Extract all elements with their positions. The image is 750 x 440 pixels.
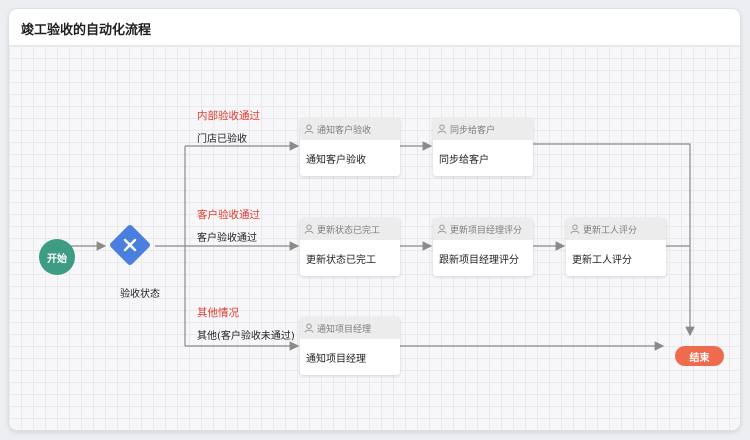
branch-condition-internal: 门店已验收 bbox=[197, 134, 247, 145]
user-icon bbox=[304, 124, 314, 134]
card-body: 更新工人评分 bbox=[572, 255, 632, 266]
card-header-label: 更新项目经理评分 bbox=[450, 225, 523, 236]
close-icon bbox=[123, 238, 137, 252]
page-title: 竣工验收的自动化流程 bbox=[21, 23, 152, 38]
card-header: 更新项目经理评分 bbox=[433, 218, 533, 240]
start-node[interactable]: 开始 bbox=[39, 239, 75, 275]
edge-card2-end bbox=[533, 143, 695, 337]
card-header-label: 更新状态已完工 bbox=[317, 225, 381, 236]
branch-title-customer: 客户验收通过 bbox=[197, 209, 260, 221]
card-body: 同步给客户 bbox=[439, 155, 489, 166]
card-header: 更新工人评分 bbox=[566, 218, 666, 240]
card-body: 通知项目经理 bbox=[306, 354, 366, 365]
task-card-update-worker-score[interactable]: 更新工人评分 更新工人评分 bbox=[566, 218, 666, 276]
user-icon bbox=[304, 323, 314, 333]
card-header: 通知客户验收 bbox=[300, 118, 400, 140]
card-header: 通知项目经理 bbox=[300, 317, 400, 339]
card-body: 跟新项目经理评分 bbox=[439, 255, 519, 266]
card-header-label: 通知客户验收 bbox=[317, 125, 372, 136]
task-card-update-pm-score[interactable]: 更新项目经理评分 跟新项目经理评分 bbox=[433, 218, 533, 276]
card-header: 同步给客户 bbox=[433, 118, 533, 140]
gateway-label: 验收状态 bbox=[120, 289, 160, 300]
task-card-sync-customer[interactable]: 同步给客户 同步给客户 bbox=[433, 118, 533, 176]
task-card-update-status[interactable]: 更新状态已完工 更新状态已完工 bbox=[300, 218, 400, 276]
card-header: 更新状态已完工 bbox=[300, 218, 400, 240]
card-header-label: 通知项目经理 bbox=[317, 324, 372, 335]
card-header-label: 更新工人评分 bbox=[583, 225, 638, 236]
task-card-notify-customer[interactable]: 通知客户验收 通知客户验收 bbox=[300, 118, 400, 176]
end-node[interactable]: 结束 bbox=[675, 346, 724, 366]
card-header-label: 同步给客户 bbox=[450, 125, 496, 136]
user-icon bbox=[304, 224, 314, 234]
flow-edges bbox=[66, 141, 695, 351]
branch-condition-other: 其他(客户验收未通过) bbox=[197, 331, 295, 342]
branch-title-other: 其他情况 bbox=[197, 307, 239, 319]
user-icon bbox=[570, 224, 580, 234]
card-body: 更新状态已完工 bbox=[306, 255, 376, 266]
branch-condition-customer: 客户验收通过 bbox=[197, 233, 257, 244]
task-card-notify-pm[interactable]: 通知项目经理 通知项目经理 bbox=[300, 317, 400, 375]
card-body: 通知客户验收 bbox=[306, 155, 366, 166]
branch-title-internal: 内部验收通过 bbox=[197, 110, 260, 122]
flow-window: 竣工验收的自动化流程 bbox=[9, 9, 740, 430]
user-icon bbox=[437, 224, 447, 234]
user-icon bbox=[437, 124, 447, 134]
gateway-diamond[interactable] bbox=[109, 224, 151, 266]
header: 竣工验收的自动化流程 bbox=[9, 9, 740, 46]
